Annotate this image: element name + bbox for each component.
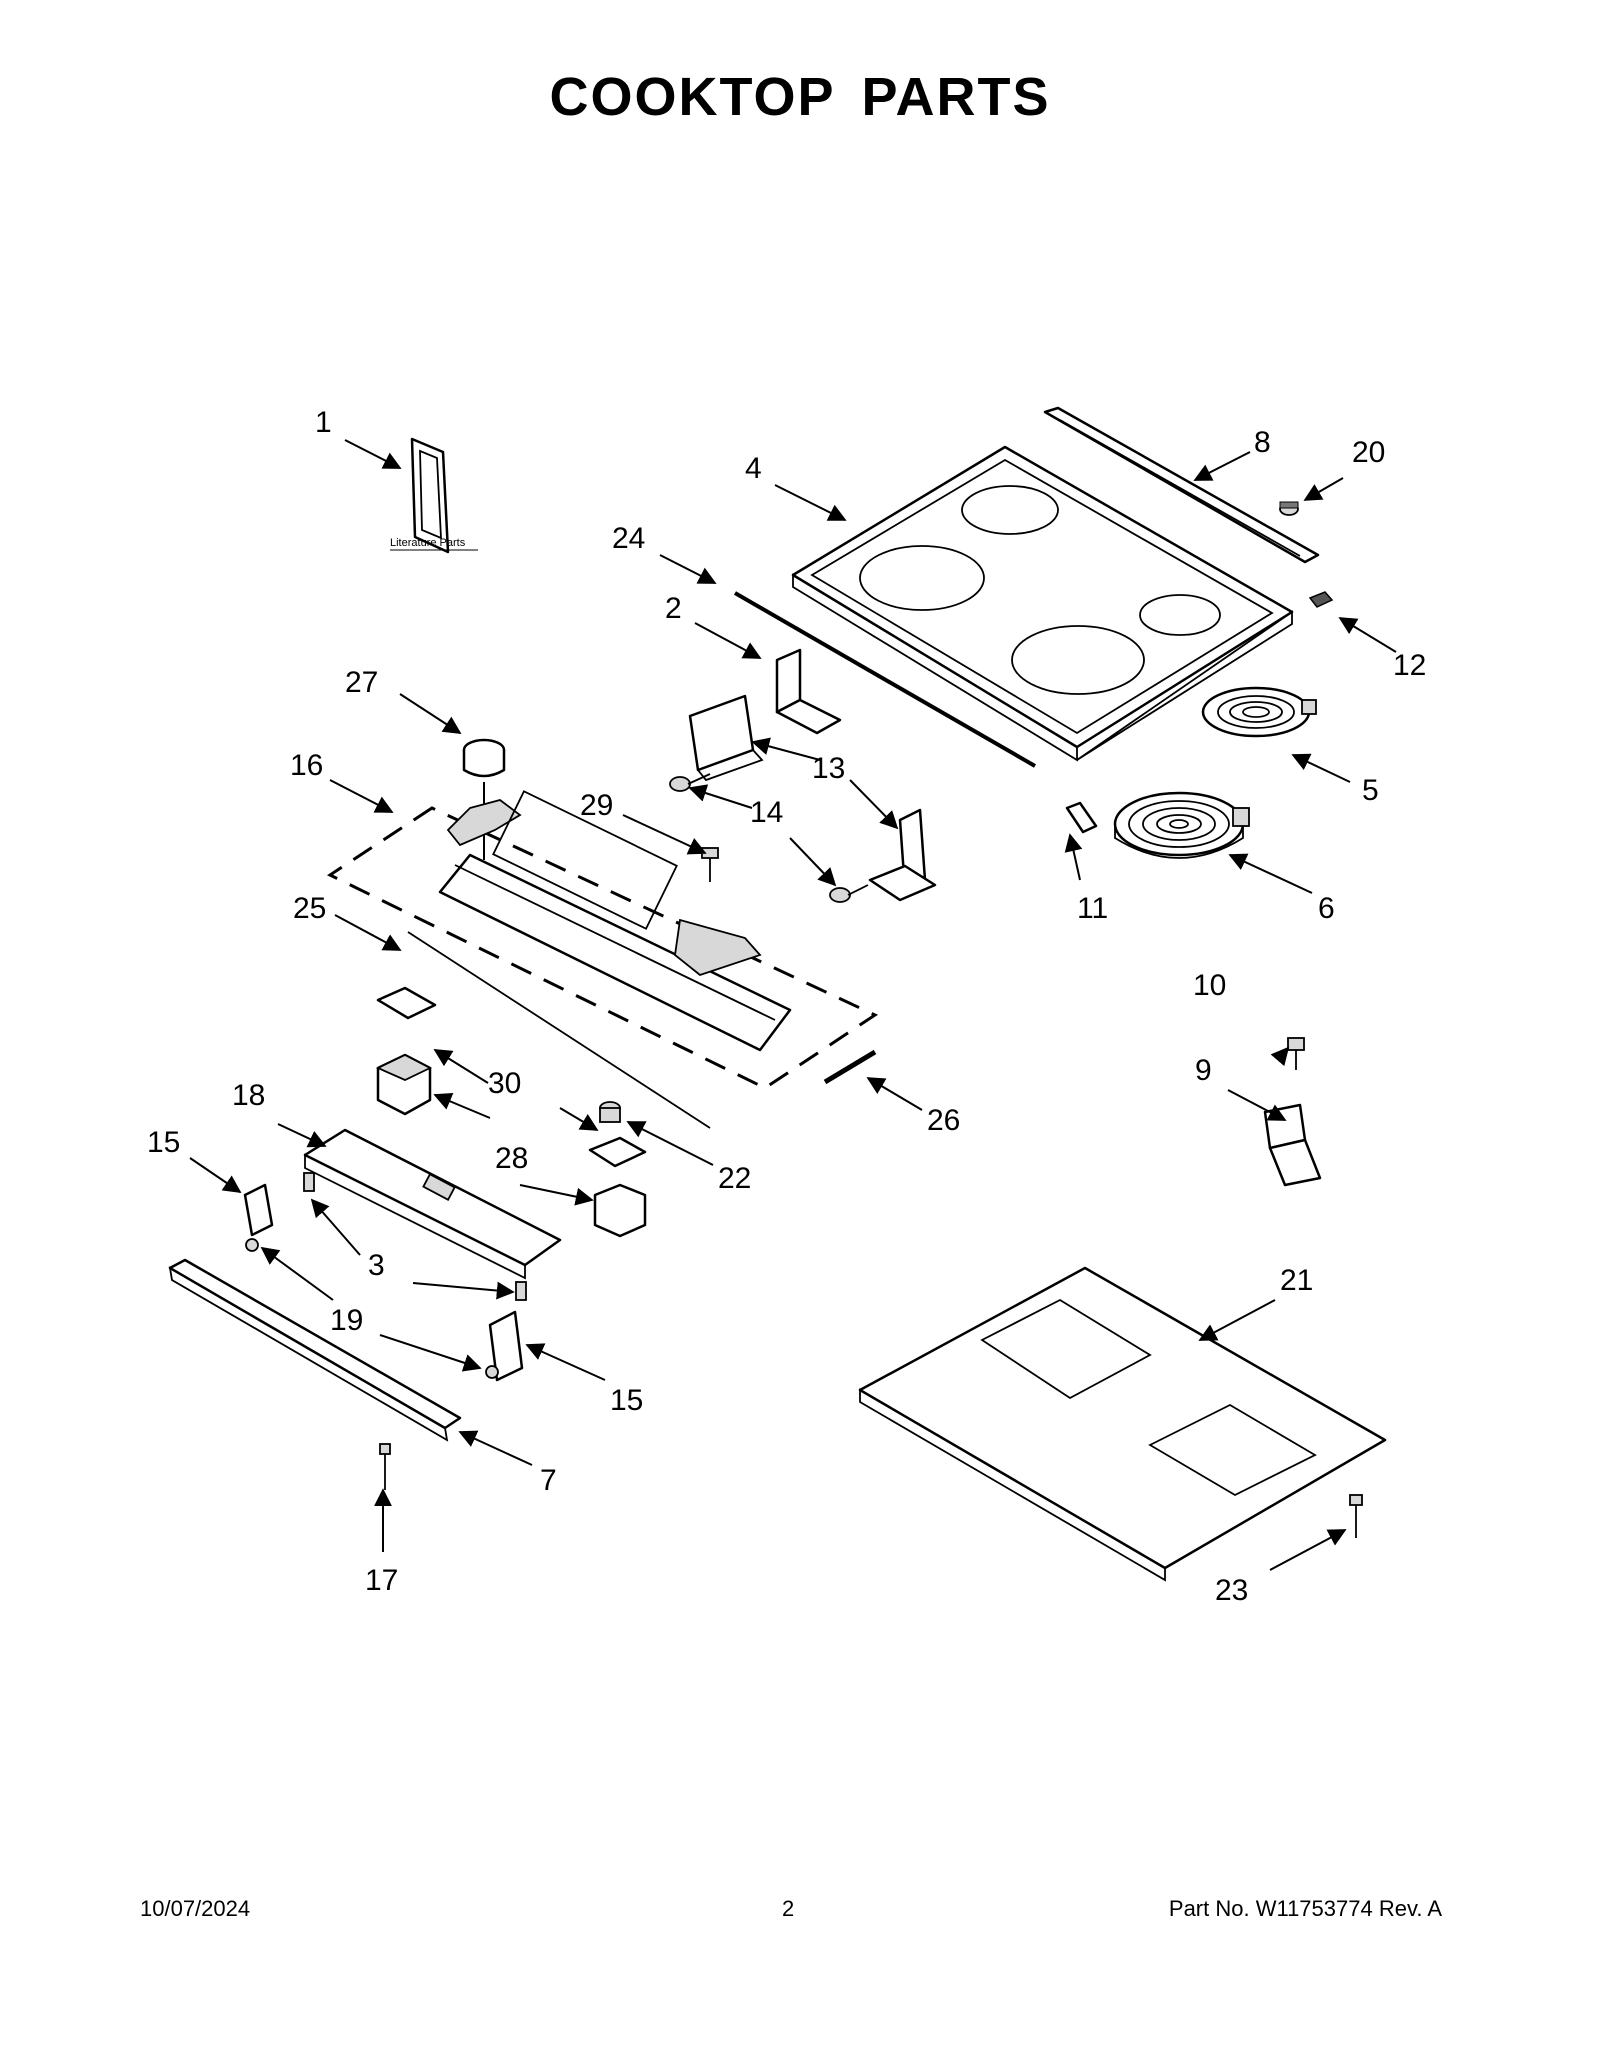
screw-14-lower (829, 884, 869, 903)
callout-11: 11 (1077, 892, 1108, 925)
screw-10 (1287, 1037, 1305, 1070)
switch-insulator-30 (376, 986, 437, 1020)
footer-part-number: Part No. W11753774 Rev. A (1168, 1896, 1442, 1921)
callout-3: 3 (368, 1249, 385, 1282)
callout-29: 29 (580, 789, 613, 822)
front-trim-7 (168, 1258, 462, 1442)
callout-labels: 1 2 3 4 5 6 7 8 9 10 11 12 13 14 15 15 1… (147, 406, 1426, 1607)
callout-10: 10 (1193, 969, 1226, 1002)
bracket-13-lower (868, 808, 937, 902)
screw-14-upper (669, 773, 711, 792)
clip-part (1308, 591, 1334, 608)
switch-housing-18 (303, 1128, 562, 1280)
bracket-15-right (488, 1310, 524, 1382)
callout-1: 1 (315, 406, 332, 439)
callout-26: 26 (927, 1104, 960, 1137)
callout-5: 5 (1362, 774, 1379, 807)
page-title: COOKTOP PARTS (549, 67, 1051, 127)
bracket-2 (775, 648, 842, 735)
rear-trim-strip (1043, 406, 1320, 564)
bracket-15-left (243, 1183, 274, 1237)
callout-28: 28 (495, 1142, 528, 1175)
callout-24: 24 (612, 522, 645, 555)
surface-element-small (1201, 686, 1317, 738)
screw-3-lower (515, 1281, 527, 1301)
seal-rod (734, 591, 1036, 768)
callout-16: 16 (290, 749, 323, 782)
callout-14: 14 (750, 796, 783, 829)
gasket-strip (823, 1049, 877, 1085)
screw-17 (379, 1443, 391, 1490)
callout-15-left: 15 (147, 1126, 180, 1159)
callout-9: 9 (1195, 1054, 1212, 1087)
callout-12: 12 (1393, 649, 1426, 682)
footer-page-number: 2 (782, 1896, 795, 1921)
literature-parts-label: Literature Parts (390, 537, 466, 549)
callout-27: 27 (345, 666, 378, 699)
cooktop-glass (791, 445, 1294, 762)
callout-30: 30 (488, 1067, 521, 1100)
callout-17: 17 (365, 1564, 398, 1597)
screw-23 (1349, 1494, 1363, 1538)
callout-2: 2 (665, 592, 682, 625)
footer-date: 10/07/2024 (140, 1896, 251, 1921)
wire-harness (407, 931, 711, 1129)
callout-7: 7 (540, 1464, 557, 1497)
control-panel (438, 790, 792, 1052)
screw-19-upper (245, 1238, 259, 1252)
burner-box-21 (858, 1266, 1387, 1582)
callout-23: 23 (1215, 1574, 1248, 1607)
callout-4: 4 (745, 452, 762, 485)
callout-19-left: 19 (330, 1304, 363, 1337)
element-bracket-small (1065, 801, 1098, 834)
surface-element-large (1113, 791, 1250, 859)
callout-15-right: 15 (610, 1384, 643, 1417)
switch-part-22 (588, 1101, 647, 1238)
bumper-part (1279, 501, 1299, 516)
callout-22: 22 (718, 1162, 751, 1195)
callout-13: 13 (812, 752, 845, 785)
literature-parts-icon: Literature Parts (390, 437, 478, 554)
bracket-9 (1263, 1103, 1322, 1187)
callout-8: 8 (1254, 426, 1271, 459)
infinite-switch-28 (375, 1053, 433, 1116)
bracket-13-upper (688, 694, 764, 782)
callout-18: 18 (232, 1079, 265, 1112)
screw-19-lower (485, 1365, 499, 1379)
leader-lines (189, 439, 1397, 1571)
callout-21: 21 (1280, 1264, 1313, 1297)
callout-20: 20 (1352, 436, 1385, 469)
screw-3-upper (303, 1172, 315, 1192)
callout-25: 25 (293, 892, 326, 925)
callout-6: 6 (1318, 892, 1335, 925)
